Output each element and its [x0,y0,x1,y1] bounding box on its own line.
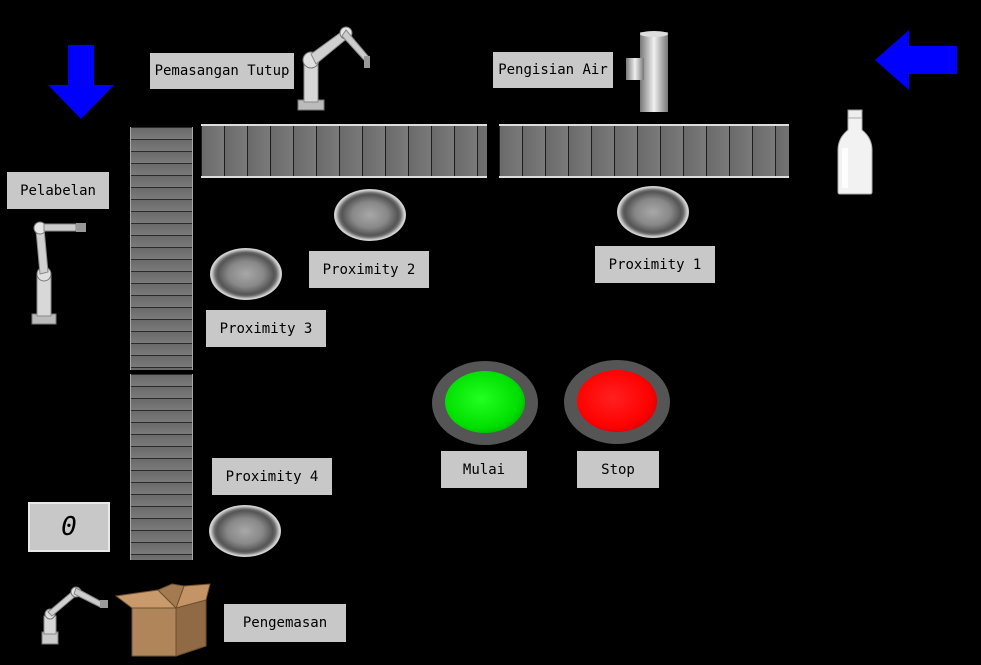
proximity-sensor-1 [617,186,689,238]
mulai-button-label[interactable]: Mulai [441,451,527,488]
robot-arm-icon [41,586,108,645]
start-button[interactable] [432,361,538,445]
proximity-1-label: Proximity 1 [595,246,715,283]
counter-display: 0 [28,502,110,552]
proximity-4-label: Proximity 4 [212,458,332,495]
conveyor-belt-left-upper [130,127,193,370]
pemasangan-tutup-label: Pemasangan Tutup [150,53,294,89]
start-button-face[interactable] [445,371,525,433]
stop-button-label[interactable]: Stop [577,451,659,488]
pengemasan-label: Pengemasan [224,604,346,642]
cardboard-box-icon [114,583,211,657]
proximity-sensor-3 [210,248,282,300]
proximity-3-label: Proximity 3 [206,310,326,347]
robot-arm-icon [31,221,86,325]
proximity-sensor-2 [334,189,406,241]
milk-bottle-icon [837,109,873,195]
counter-value: 0 [61,512,77,542]
proximity-sensor-4 [209,505,281,557]
filling-valve-icon [626,31,668,112]
conveyor-belt-left-lower [130,374,193,560]
conveyor-belt-top-right [499,124,789,178]
pelabelan-label: Pelabelan [7,172,109,209]
proximity-2-label: Proximity 2 [309,251,429,288]
robot-arm-icon [297,26,370,111]
conveyor-belt-top-left [201,124,487,178]
pengisian-air-label: Pengisian Air [493,52,613,88]
stop-button-face[interactable] [577,370,657,432]
arrow-down-icon [48,45,114,119]
stop-button[interactable] [564,360,670,444]
arrow-left-icon [875,30,957,90]
